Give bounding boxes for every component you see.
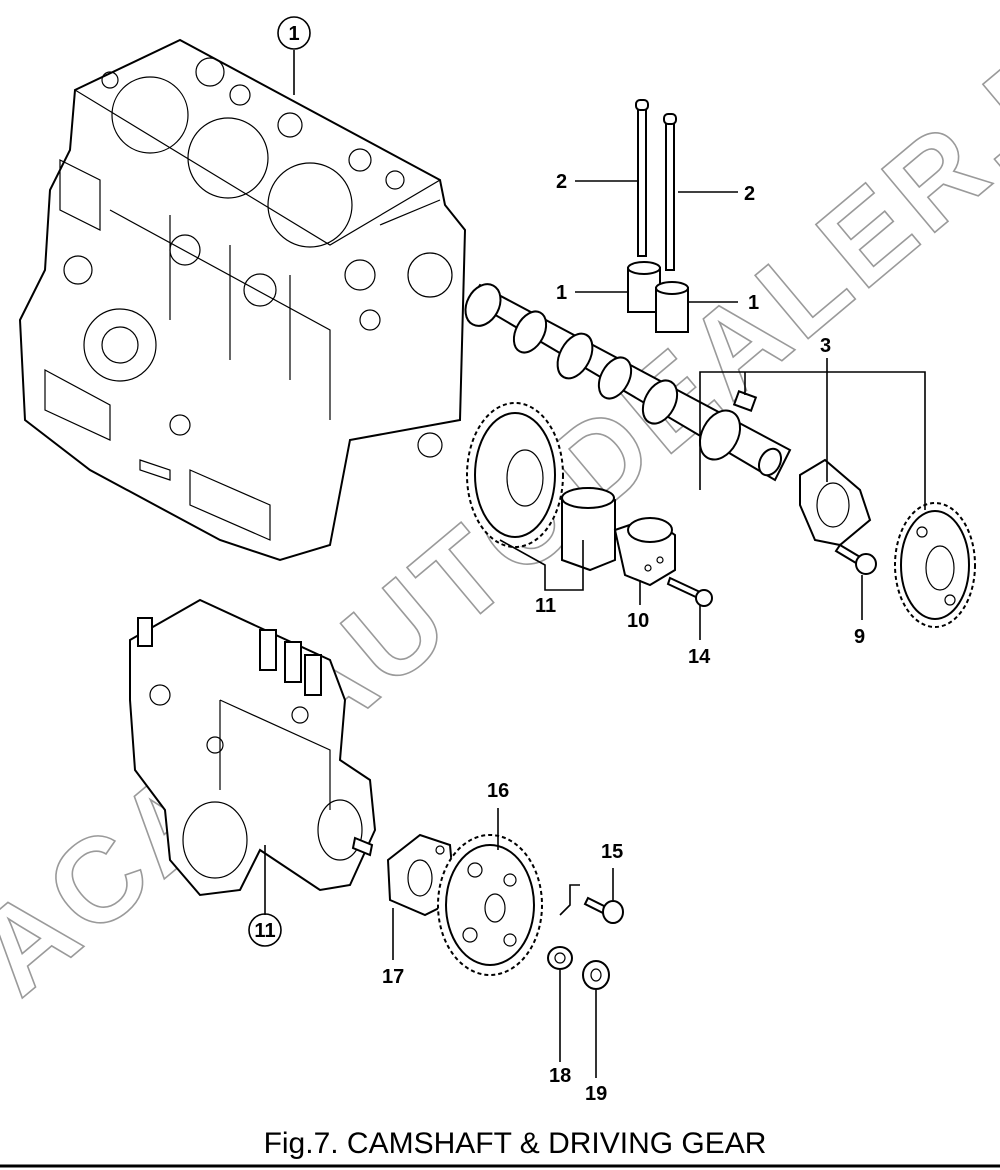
callout-17: 17	[382, 966, 404, 988]
callout-circle-11	[248, 913, 282, 947]
callout-3: 3	[820, 335, 831, 357]
callout-2-right: 2	[744, 183, 755, 205]
camshaft-gear	[894, 502, 976, 628]
idle-gear	[466, 402, 564, 548]
nut-19	[582, 960, 610, 990]
callout-15: 15	[601, 841, 623, 863]
callout-1-block: 1	[288, 23, 299, 45]
idle-gear-shaft	[613, 516, 676, 587]
callout-1-right: 1	[748, 292, 759, 314]
pump-drive-gear	[437, 834, 543, 976]
callout-9: 9	[854, 626, 865, 648]
callout-19: 19	[585, 1083, 607, 1105]
thrust-plate	[799, 458, 872, 547]
callout-14: 14	[688, 646, 711, 668]
bolt-9	[834, 543, 877, 575]
callout-1-left: 1	[556, 282, 567, 304]
callouts: 1 2 2 1 1 3 9 10 11 14 11 15 16 17 18 19	[248, 16, 865, 1105]
fuel-injection-pump	[129, 598, 377, 897]
leader-lines	[264, 50, 926, 1078]
bolt-14	[666, 576, 713, 607]
idle-gear-bushing	[561, 486, 616, 572]
tappets	[627, 261, 689, 333]
callout-11-pump: 11	[254, 920, 275, 942]
washer-18	[547, 946, 573, 970]
cylinder-block	[18, 38, 467, 562]
callout-18: 18	[549, 1065, 571, 1087]
callout-circle-1	[277, 16, 311, 50]
push-rods	[635, 99, 677, 271]
camshaft	[464, 283, 792, 482]
callout-2-left: 2	[556, 171, 567, 193]
callout-11: 11	[535, 595, 556, 617]
callout-16: 16	[487, 780, 509, 802]
callout-10: 10	[627, 610, 649, 632]
figure-caption: Fig.7. CAMSHAFT & DRIVING GEAR	[264, 1127, 767, 1160]
bolt-15	[583, 896, 624, 924]
